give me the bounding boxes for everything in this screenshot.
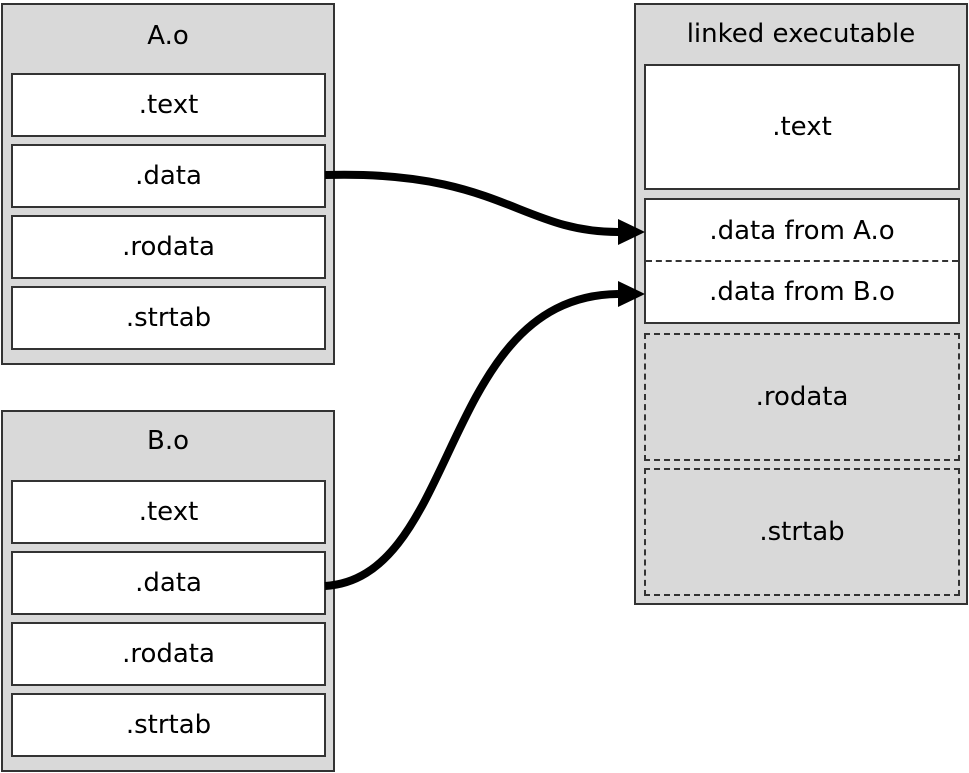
exe-strtab-section: .strtab xyxy=(644,468,960,596)
arrow-a-data xyxy=(324,170,619,236)
exe-data-from-a: .data from A.o xyxy=(709,215,895,246)
a-data-section: .data xyxy=(11,144,326,208)
b-rodata-section: .rodata xyxy=(11,622,326,686)
exe-text-section: .text xyxy=(644,64,960,190)
exe-rodata-section: .rodata xyxy=(644,333,960,461)
data-divider xyxy=(646,260,958,262)
object-file-a-title: A.o xyxy=(147,21,189,51)
linked-executable-title: linked executable xyxy=(686,19,916,49)
b-text-section: .text xyxy=(11,480,326,544)
object-file-b: B.o .text .data .rodata .strtab xyxy=(1,410,335,772)
b-data-section: .data xyxy=(11,551,326,615)
exe-data-section: .data from A.o .data from B.o xyxy=(644,198,960,324)
a-rodata-section: .rodata xyxy=(11,215,326,279)
a-text-section: .text xyxy=(11,73,326,137)
b-strtab-section: .strtab xyxy=(11,693,326,757)
exe-data-from-b: .data from B.o xyxy=(709,277,895,307)
a-strtab-section: .strtab xyxy=(11,286,326,350)
object-file-b-title: B.o xyxy=(146,426,189,456)
object-file-a: A.o .text .data .rodata .strtab xyxy=(1,3,335,365)
arrow-b-data xyxy=(324,290,619,590)
linked-executable: linked executable .text .data from A.o .… xyxy=(634,3,968,605)
